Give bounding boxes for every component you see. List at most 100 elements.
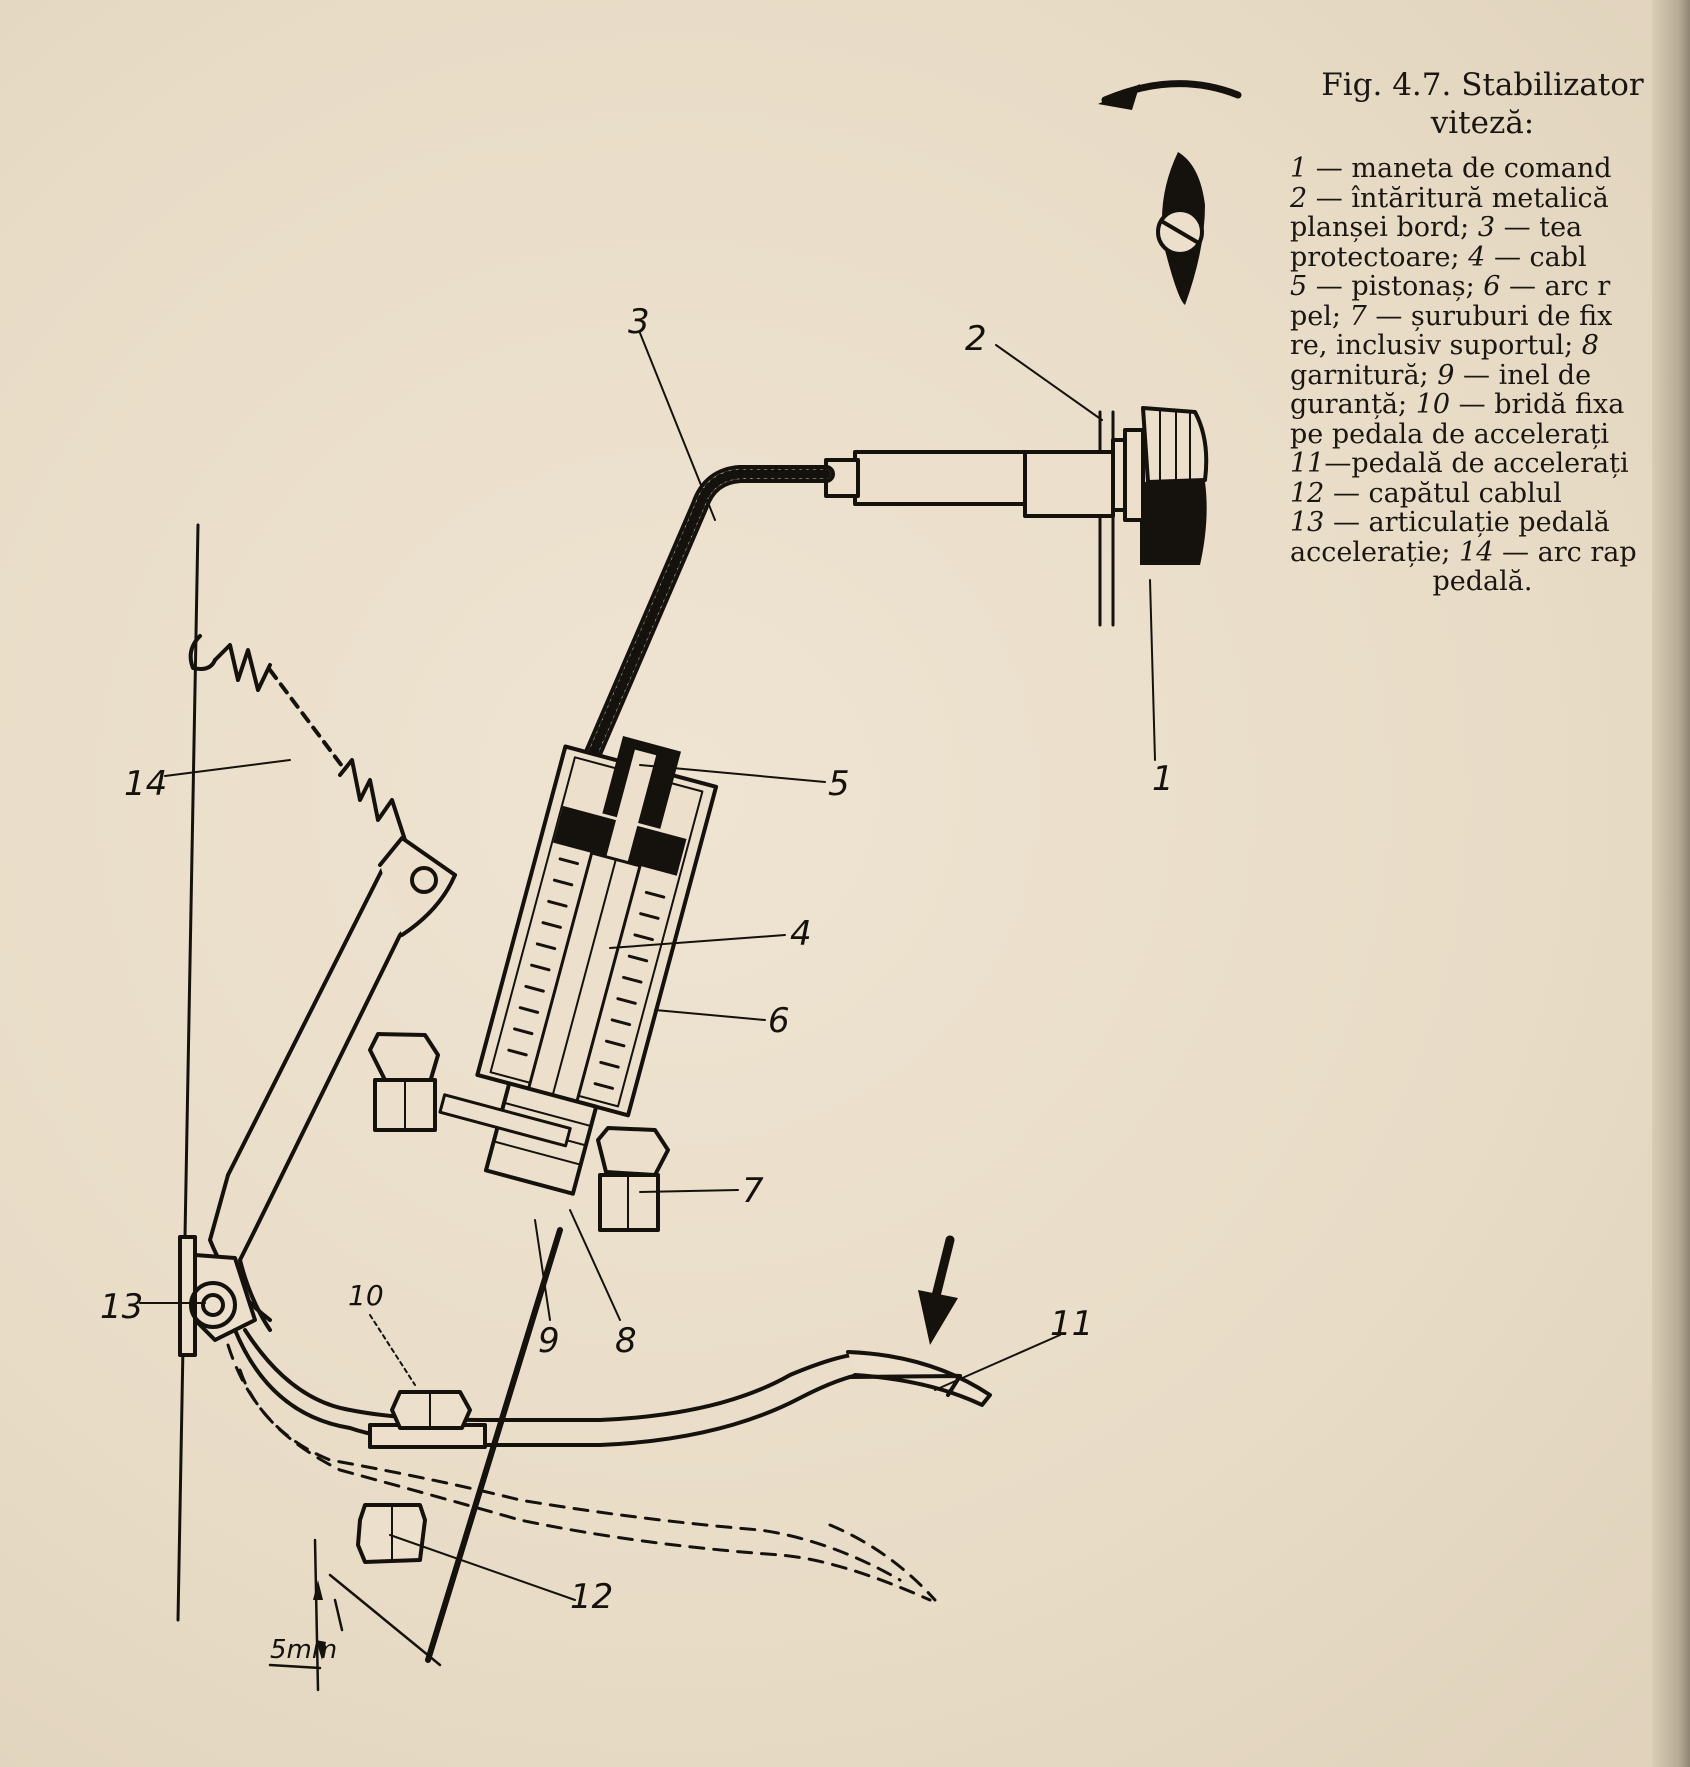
knob-shaft: [824, 450, 1115, 518]
leader-9: [534, 1219, 551, 1321]
dimension-label: 5mm: [270, 1635, 337, 1665]
leader-1: [1149, 579, 1156, 761]
legend-text: — bridă fixa: [1450, 389, 1625, 420]
legend-line: 2 — întăritură metalică: [1290, 182, 1675, 214]
binding-edge: [1652, 0, 1690, 1767]
leader-8: [569, 1209, 621, 1321]
leader-6: [654, 1009, 766, 1021]
legend-part-number: 5: [1290, 271, 1308, 302]
part-label-3: 3: [628, 302, 650, 342]
part-label-13: 13: [100, 1287, 143, 1327]
legend-text: — cabl: [1485, 241, 1587, 273]
part-label-4: 4: [790, 914, 812, 954]
legend-text: protectoare;: [1290, 241, 1469, 273]
firewall-line: [176, 523, 200, 1622]
legend-text: guranță;: [1290, 389, 1416, 420]
legend-part-number: 4: [1468, 241, 1486, 273]
leader-4: [609, 934, 786, 949]
accelerator-pedal: [233, 1328, 992, 1447]
caption-title-line-1: Fig. 4.7. Stabilizator: [1321, 67, 1644, 103]
legend-part-number: 3: [1477, 212, 1496, 243]
part-label-12: 12: [570, 1577, 613, 1617]
legend-text: —pedală de accelerați: [1324, 448, 1629, 479]
legend-text: planșei bord;: [1290, 212, 1478, 243]
legend-text: pe pedala de accelerați: [1290, 418, 1610, 450]
legend-line: 1 — maneta de comand: [1290, 154, 1675, 184]
leader-2: [995, 344, 1103, 421]
legend-part-number: 1: [1290, 154, 1308, 184]
pedal-fixing-clamp: [368, 1390, 487, 1449]
cylinder-housing: [475, 736, 719, 1196]
push-down-arrow: [918, 1235, 958, 1345]
legend-line: 5 — pistonaș; 6 — arc r: [1290, 272, 1675, 302]
legend-text: pedală.: [1432, 566, 1533, 597]
legend-text: — tea: [1495, 212, 1583, 243]
cable-end-nut: [356, 1503, 427, 1564]
leader-5: [639, 764, 826, 783]
legend-text: — capătul cablul: [1324, 477, 1562, 509]
part-label-6: 6: [768, 1001, 790, 1041]
legend-part-number: 13: [1290, 507, 1325, 538]
caption-title: Fig. 4.7. Stabilizator viteză:: [1290, 66, 1675, 142]
mounting-bolt-left: [368, 1032, 572, 1148]
legend-part-number: 12: [1290, 477, 1325, 509]
legend-text: — pistonaș;: [1307, 271, 1484, 302]
legend-part-number: 11: [1290, 448, 1325, 479]
part-label-2: 2: [965, 319, 987, 359]
legend-text: — întăritură metalică: [1307, 182, 1609, 214]
part-label-9: 9: [538, 1321, 560, 1361]
part-label-8: 8: [615, 1321, 637, 1361]
legend-line: garnitură; 9 — inel de: [1290, 359, 1675, 391]
legend-text: garnitură;: [1290, 359, 1438, 391]
pedal-dashed-position: [226, 1343, 937, 1602]
legend-part-number: 2: [1290, 182, 1308, 214]
legend-part-number: 14: [1459, 536, 1494, 568]
leader-10: [369, 1314, 416, 1386]
legend-text: — șuruburi de fix: [1366, 300, 1613, 332]
leader-11: [934, 1334, 1061, 1391]
legend-text: — arc r: [1500, 271, 1611, 302]
part-label-10: 10: [348, 1279, 384, 1312]
part-label-5: 5: [828, 764, 850, 804]
part-label-11: 11: [1050, 1304, 1093, 1344]
legend-line: pedală.: [1290, 567, 1675, 597]
rotation-arrow-head: [1098, 84, 1140, 110]
legend-line: 11—pedală de accelerați: [1290, 449, 1675, 479]
legend-line: protectoare; 4 — cabl: [1290, 241, 1675, 273]
leader-12: [389, 1534, 576, 1601]
legend-line: re, inclusiv suportul; 8: [1290, 331, 1675, 361]
legend-text: — inel de: [1454, 359, 1592, 391]
pedal-pivot-bracket: [178, 1235, 257, 1357]
caption-title-line-2: viteză:: [1430, 105, 1535, 141]
legend-text: — maneta de comand: [1307, 154, 1612, 184]
legend-line: guranță; 10 — bridă fixa: [1290, 390, 1675, 420]
leader-14: [164, 759, 291, 777]
leader-3: [639, 332, 716, 521]
legend-line: planșei bord; 3 — tea: [1290, 213, 1675, 243]
part-label-14: 14: [124, 764, 167, 804]
legend-line: pel; 7 — șuruburi de fix: [1290, 300, 1675, 332]
legend-line: pe pedala de accelerați: [1290, 418, 1675, 450]
legend-part-number: 10: [1415, 389, 1451, 420]
return-spring: [188, 634, 407, 842]
leader-7: [639, 1189, 739, 1193]
legend-line: 13 — articulație pedală: [1290, 508, 1675, 538]
mounting-bolt-right: [596, 1126, 670, 1232]
legend-text: pel;: [1290, 300, 1350, 332]
part-label-1: 1: [1152, 759, 1174, 799]
figure-caption: Fig. 4.7. Stabilizator viteză: 1 — manet…: [1290, 66, 1675, 597]
legend-part-number: 7: [1349, 300, 1367, 332]
part-label-7: 7: [742, 1171, 764, 1211]
control-knob: [1111, 406, 1209, 565]
legend-text: re, inclusiv suportul;: [1290, 330, 1582, 361]
legend-line: accelerație; 14 — arc rap: [1290, 536, 1675, 568]
legend-text: accelerație;: [1290, 536, 1460, 568]
dimension-5mm: [268, 1538, 442, 1692]
knob-end-view-icon: [1156, 152, 1205, 305]
legend-line: 12 — capătul cablul: [1290, 477, 1675, 509]
legend-part-number: 8: [1581, 330, 1599, 361]
legend-text: — arc rap: [1493, 536, 1637, 568]
legend-part-number: 9: [1437, 359, 1455, 391]
